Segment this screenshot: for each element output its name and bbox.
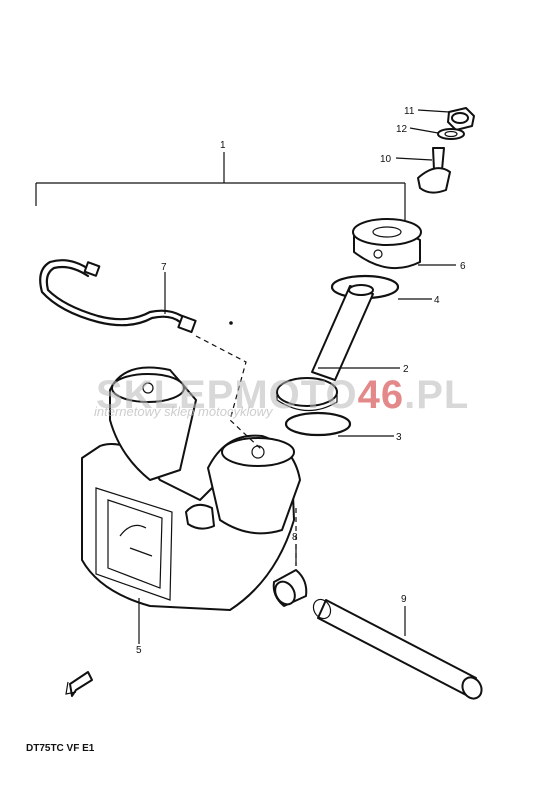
watermark: SKLEPMOTO46.PL internetowy sklep motocyk… xyxy=(94,373,469,419)
label-4: 4 xyxy=(434,295,440,306)
watermark-brand-left: SKLEPMOTO xyxy=(96,373,358,417)
watermark-tagline: internetowy sklep motocyklowy xyxy=(94,404,274,419)
label-6: 6 xyxy=(460,261,466,272)
watermark-brand-right: 46 xyxy=(358,373,405,417)
part-8-collar xyxy=(272,569,308,607)
part-11-nut xyxy=(447,107,475,131)
part-12-washer xyxy=(437,128,465,140)
leader-lines xyxy=(138,109,456,644)
label-12: 12 xyxy=(396,124,408,135)
part-3-o-ring xyxy=(284,411,352,437)
model-code: DT75TC VF E1 xyxy=(26,743,95,754)
part-6-bushing xyxy=(352,218,422,269)
part-labels: 1 2 3 4 5 6 7 8 9 10 11 12 xyxy=(136,106,466,656)
label-10: 10 xyxy=(380,154,392,165)
part-5-housing xyxy=(81,366,301,611)
part-7-hose xyxy=(39,259,197,334)
svg-text:SKLEPMOTO46.PL: SKLEPMOTO46.PL xyxy=(96,373,469,417)
part-10-bolt xyxy=(417,147,451,194)
part-9-pin xyxy=(312,598,483,700)
watermark-suffix: .PL xyxy=(404,373,469,417)
label-3: 3 xyxy=(396,432,402,443)
label-7: 7 xyxy=(161,262,167,273)
label-8: 8 xyxy=(292,532,298,543)
label-5: 5 xyxy=(136,645,142,656)
label-2: 2 xyxy=(403,364,409,375)
part-2-shaft xyxy=(276,284,374,412)
small-dot-mark xyxy=(229,321,233,325)
bracket-part-1 xyxy=(35,152,406,220)
direction-arrow-icon xyxy=(65,671,93,697)
label-1: 1 xyxy=(220,140,226,151)
label-9: 9 xyxy=(401,594,407,605)
label-11: 11 xyxy=(404,106,415,117)
